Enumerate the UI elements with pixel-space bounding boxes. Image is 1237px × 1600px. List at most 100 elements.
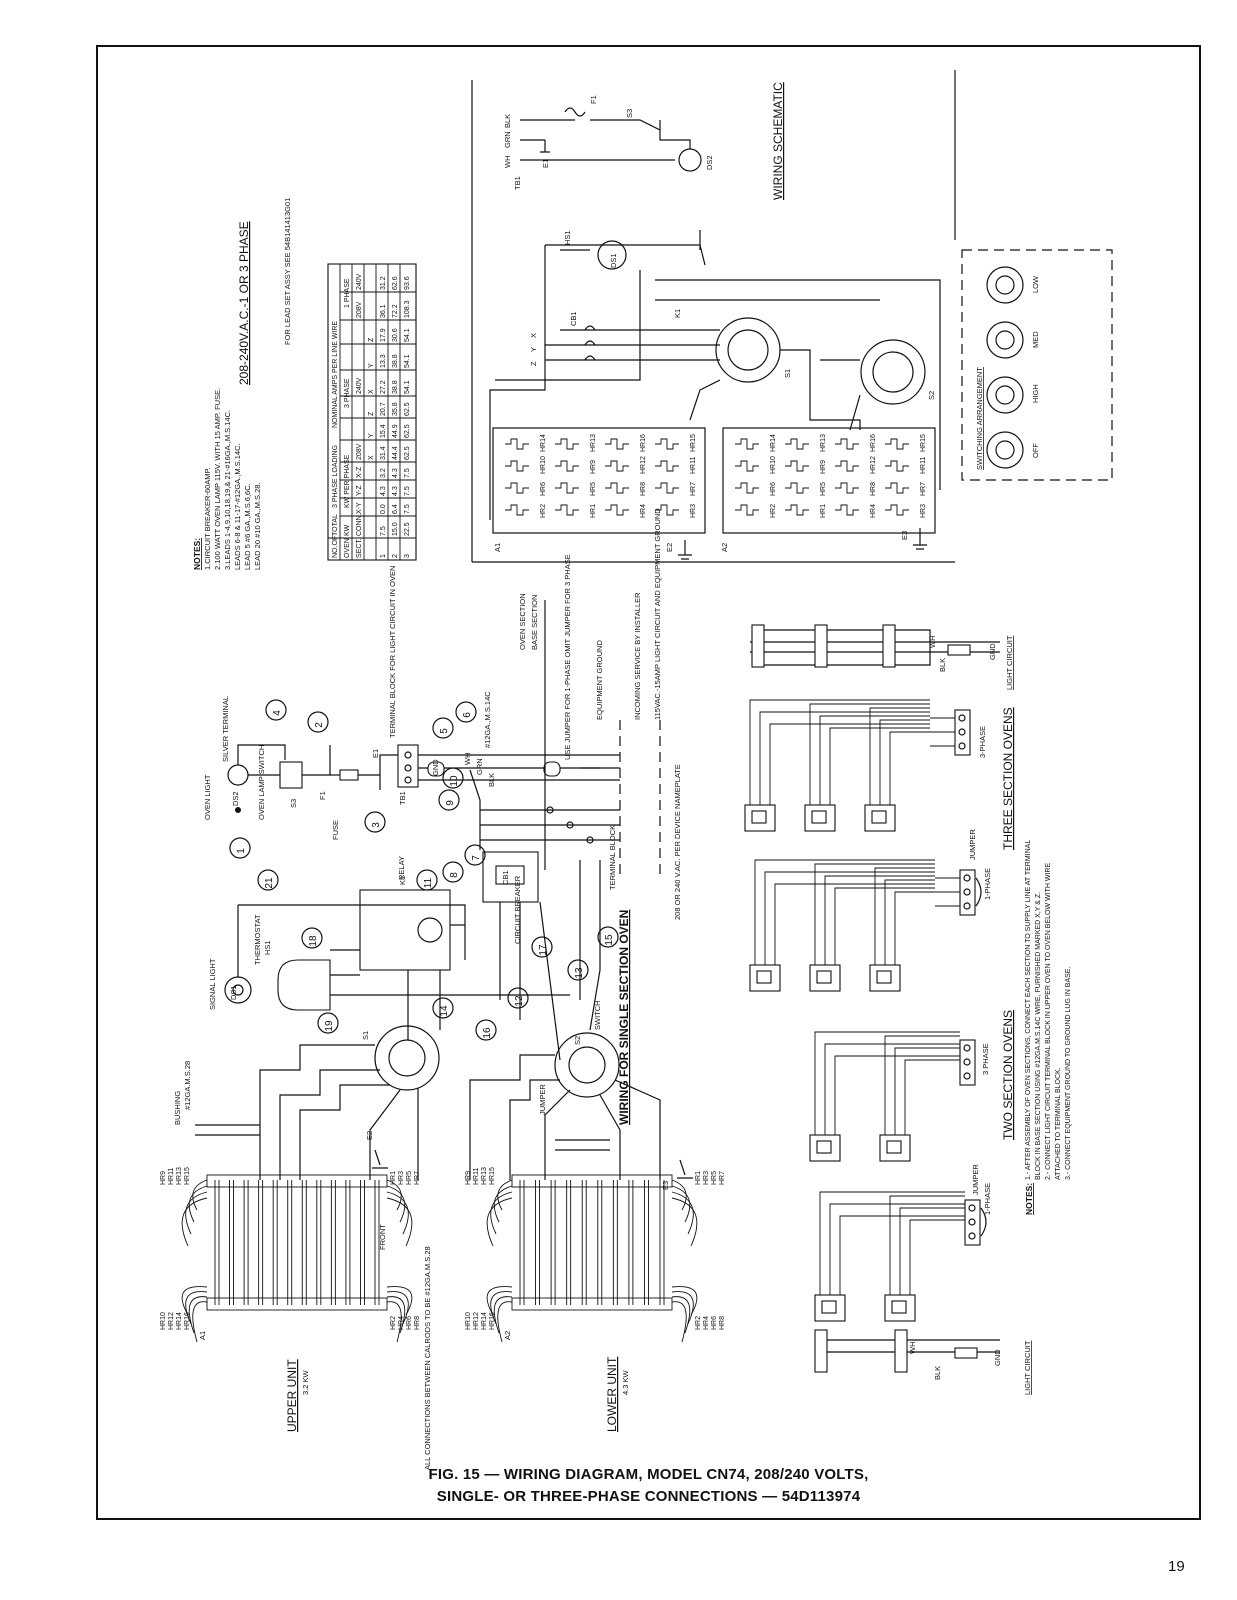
label-oven-light: OVEN LIGHT [203, 774, 212, 820]
lead-number: 15 [604, 934, 615, 946]
table-subhead: X-Y [356, 502, 363, 514]
table-subhead: 240V [356, 377, 363, 394]
label-ds2: DS2 [231, 791, 240, 806]
table-cell: 72.2 [392, 304, 399, 318]
heater-element-icon [835, 504, 859, 516]
heater-label: HR8 [640, 482, 647, 496]
table-cell: 54.1 [404, 328, 411, 342]
heater-label: HR7 [920, 482, 927, 496]
table-head: NO.OF [332, 536, 339, 558]
table-cell: 2 [392, 554, 399, 558]
heater-label: HR5 [590, 482, 597, 496]
heater-element-icon [735, 482, 759, 494]
table-cell: 7.5 [404, 468, 411, 478]
two-section-title: TWO SECTION OVENS [1001, 1010, 1015, 1140]
note-line: 3.LEADS 1-4,9,10,18,19,& 21-#16GA.,M.S.1… [223, 410, 232, 570]
label-a1: A1 [493, 543, 502, 552]
heater-element-icon [835, 438, 859, 450]
heater-label: HR12 [473, 1312, 480, 1330]
lead-number: 16 [482, 1027, 493, 1039]
lead-number: 2 [314, 722, 325, 728]
label-oven-section: OVEN SECTION [518, 593, 527, 650]
jumper-wire [980, 1207, 987, 1237]
heater-box-a1 [492, 427, 706, 534]
table-head: 3 PHASE [344, 378, 351, 408]
jumper-wire [975, 877, 982, 907]
single-section-wiring [195, 600, 693, 1180]
table-cell: 62.5 [404, 446, 411, 460]
heater-element-icon [885, 504, 909, 516]
table-cell: 4.3 [380, 486, 387, 496]
gnd-label: GND [993, 1349, 1002, 1366]
heater-element-icon [555, 504, 579, 516]
oven-light-icon [227, 764, 249, 786]
lead-number: 8 [449, 872, 460, 878]
lead-number-circle [432, 997, 454, 1019]
wh-label: WH [908, 1342, 917, 1355]
switch-position-label: LOW [1031, 275, 1040, 293]
heater-element-icon [835, 482, 859, 494]
ms-note-line: BLOCK IN BASE SECTION USING #12GA.M.S.14… [1035, 892, 1042, 1180]
two-section-1phase [814, 1191, 987, 1322]
lead-number: 3 [371, 822, 382, 828]
blk-label: BLK [933, 1366, 942, 1380]
label-e1: E1 [371, 749, 380, 758]
wiring-schematic: HR14HR10HR6HR2HR13HR9HR5HR1HR16HR12HR8HR… [471, 70, 1113, 563]
table-head: OVEN [344, 538, 351, 558]
heater-label: HR4 [703, 1316, 710, 1330]
table-colhead: Y [368, 433, 375, 438]
heater-element-icon [655, 438, 679, 450]
table-cell: 38.8 [392, 380, 399, 394]
table-cell: 108.3 [404, 300, 411, 318]
heater-element-icon [605, 482, 629, 494]
label-a2: A2 [720, 543, 729, 552]
heater-label: HR9 [820, 460, 827, 474]
heater-label: HR13 [590, 434, 597, 452]
heater-label: HR6 [711, 1316, 718, 1330]
note-line: 1.CIRCUIT BREAKER-60AMP. [203, 467, 212, 570]
heater-element-icon [505, 438, 529, 450]
table-colhead: Y [368, 363, 375, 368]
diagram-frame [96, 45, 1201, 1520]
lead-number: 6 [462, 712, 473, 718]
label-bushing: BUSHING [173, 1091, 182, 1125]
label-a2: A2 [503, 1331, 512, 1340]
heater-label: HR14 [540, 434, 547, 452]
heater-label: HR7 [719, 1171, 726, 1185]
heater-element-icon [835, 460, 859, 472]
heater-label: HR11 [473, 1168, 480, 1185]
label-e1: E1 [541, 159, 550, 168]
heater-label: HR11 [690, 457, 697, 474]
heater-label: HR14 [481, 1312, 488, 1330]
table-cell: 4.3 [392, 468, 399, 478]
heater-label: HR1 [820, 504, 827, 518]
heater-element-icon [505, 460, 529, 472]
table-cell: 54.1 [404, 380, 411, 394]
table-cell: 13.3 [380, 354, 387, 368]
heater-element-icon [605, 438, 629, 450]
label-lead20: #12GA.,M.S.14C [483, 691, 492, 748]
gnd-label: GND [988, 643, 997, 660]
table-cell: 31.4 [380, 446, 387, 460]
heater-label: HR16 [184, 1312, 191, 1330]
table-head: 3 PHASE LOADING [332, 445, 339, 508]
lead-number: 12 [514, 995, 525, 1007]
page-number: 19 [1168, 1558, 1185, 1575]
heater-label: HR1 [390, 1171, 397, 1185]
ms-note-line: ATTACHED TO TERMINAL BLOCK. [1055, 1067, 1062, 1180]
table-cell: 7.5 [404, 504, 411, 514]
table-cell: 7.5 [380, 526, 387, 536]
switch-position-icon [986, 431, 1024, 469]
table-cell: 15.4 [380, 424, 387, 438]
heater-label: HR10 [770, 456, 777, 474]
s1-switch [374, 1025, 440, 1091]
lead-number-circle [317, 1012, 339, 1034]
heater-label: HR7 [414, 1171, 421, 1185]
label-a1: A1 [198, 1331, 207, 1340]
heater-label: HR15 [690, 434, 697, 452]
label-grn: GRN [475, 758, 484, 775]
table-cell: 15.0 [392, 522, 399, 536]
lead-number-circle [229, 837, 251, 859]
label-lower-kw: 4.3 KW [621, 1369, 630, 1395]
heater-label: HR13 [820, 434, 827, 452]
